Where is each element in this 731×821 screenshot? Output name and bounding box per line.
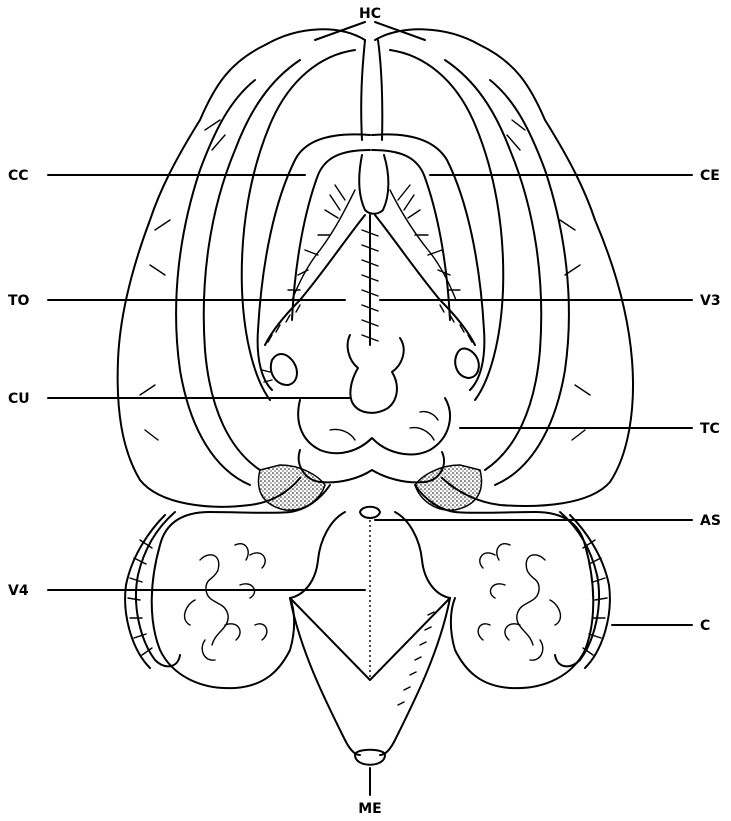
label-c: C xyxy=(700,618,710,634)
medulla xyxy=(290,598,360,755)
colliculi xyxy=(298,398,450,454)
label-ce: CE xyxy=(700,168,720,184)
label-cu: CU xyxy=(8,391,30,407)
stipple-left xyxy=(258,465,325,510)
label-me: ME xyxy=(358,801,382,817)
label-to: TO xyxy=(8,293,30,309)
label-cc: CC xyxy=(8,168,29,184)
longitudinal-fissure xyxy=(361,40,365,140)
label-as: AS xyxy=(700,513,721,529)
label-tc: TC xyxy=(700,421,720,437)
label-v3: V3 xyxy=(700,293,721,309)
corpus-callosum xyxy=(258,134,370,390)
leader-hc xyxy=(315,22,425,40)
label-hc: HC xyxy=(359,6,381,22)
cerebellum-right xyxy=(415,485,593,688)
stipple-right xyxy=(415,465,482,510)
label-v4: V4 xyxy=(8,583,29,599)
fourth-ventricle xyxy=(290,512,345,598)
pineal-body xyxy=(348,335,404,413)
